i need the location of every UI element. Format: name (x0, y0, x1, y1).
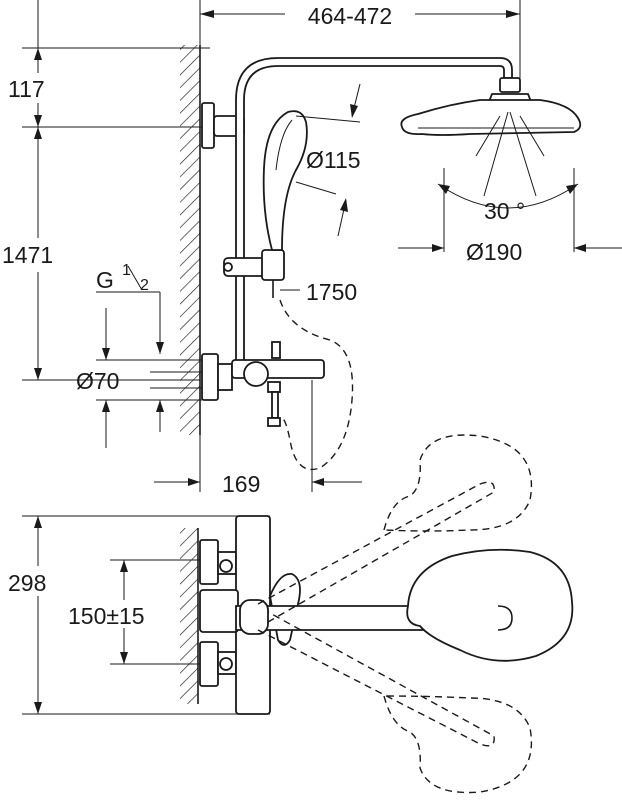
arm-drop-label: 117 (8, 76, 45, 102)
extension-lines (22, 0, 521, 492)
body-height-label: 298 (8, 570, 46, 596)
head-diameter-label: Ø115 (306, 147, 361, 173)
diverter-handle (235, 548, 574, 662)
dimension-rain-angle: 30 ° (437, 183, 579, 224)
spout-projection-label: 169 (222, 471, 260, 497)
thread-den-label: 2 (140, 277, 149, 294)
thermostat-side (201, 341, 325, 427)
wall-hatch-bottom (180, 528, 199, 704)
dimension-center-distance: 150±15 (68, 560, 145, 664)
hose-length-label: 1750 (306, 279, 357, 305)
rosette-diameter-label: Ø70 (76, 368, 119, 394)
dimension-arm-drop: 117 (2, 48, 74, 127)
hand-shower: Ø115 (262, 83, 361, 251)
dimension-rain-diameter: Ø190 (398, 239, 622, 265)
total-height-label: 1471 (2, 242, 53, 268)
dimension-rosette: Ø70 (76, 368, 119, 394)
rain-angle-label: 30 ° (484, 198, 525, 224)
dimension-total-height: 1471 (0, 127, 76, 380)
hose-length: 1750 (277, 279, 357, 471)
dimension-arm-projection: 464-472 (200, 2, 520, 29)
arm-projection-label: 464-472 (308, 3, 392, 29)
thread-dimension: G 1 2 (96, 262, 202, 448)
thread-num-label: 1 (122, 262, 131, 279)
rain-shower-head (400, 77, 582, 252)
dimension-body-height: 298 (4, 516, 64, 714)
wall-hatch (180, 45, 201, 435)
thread-g-label: G (96, 267, 114, 293)
handle-rotation-paths (257, 434, 533, 794)
dimension-spout-projection: 169 (154, 471, 362, 497)
center-distance-label: 150±15 (68, 603, 145, 629)
rain-diameter-label: Ø190 (466, 239, 522, 265)
